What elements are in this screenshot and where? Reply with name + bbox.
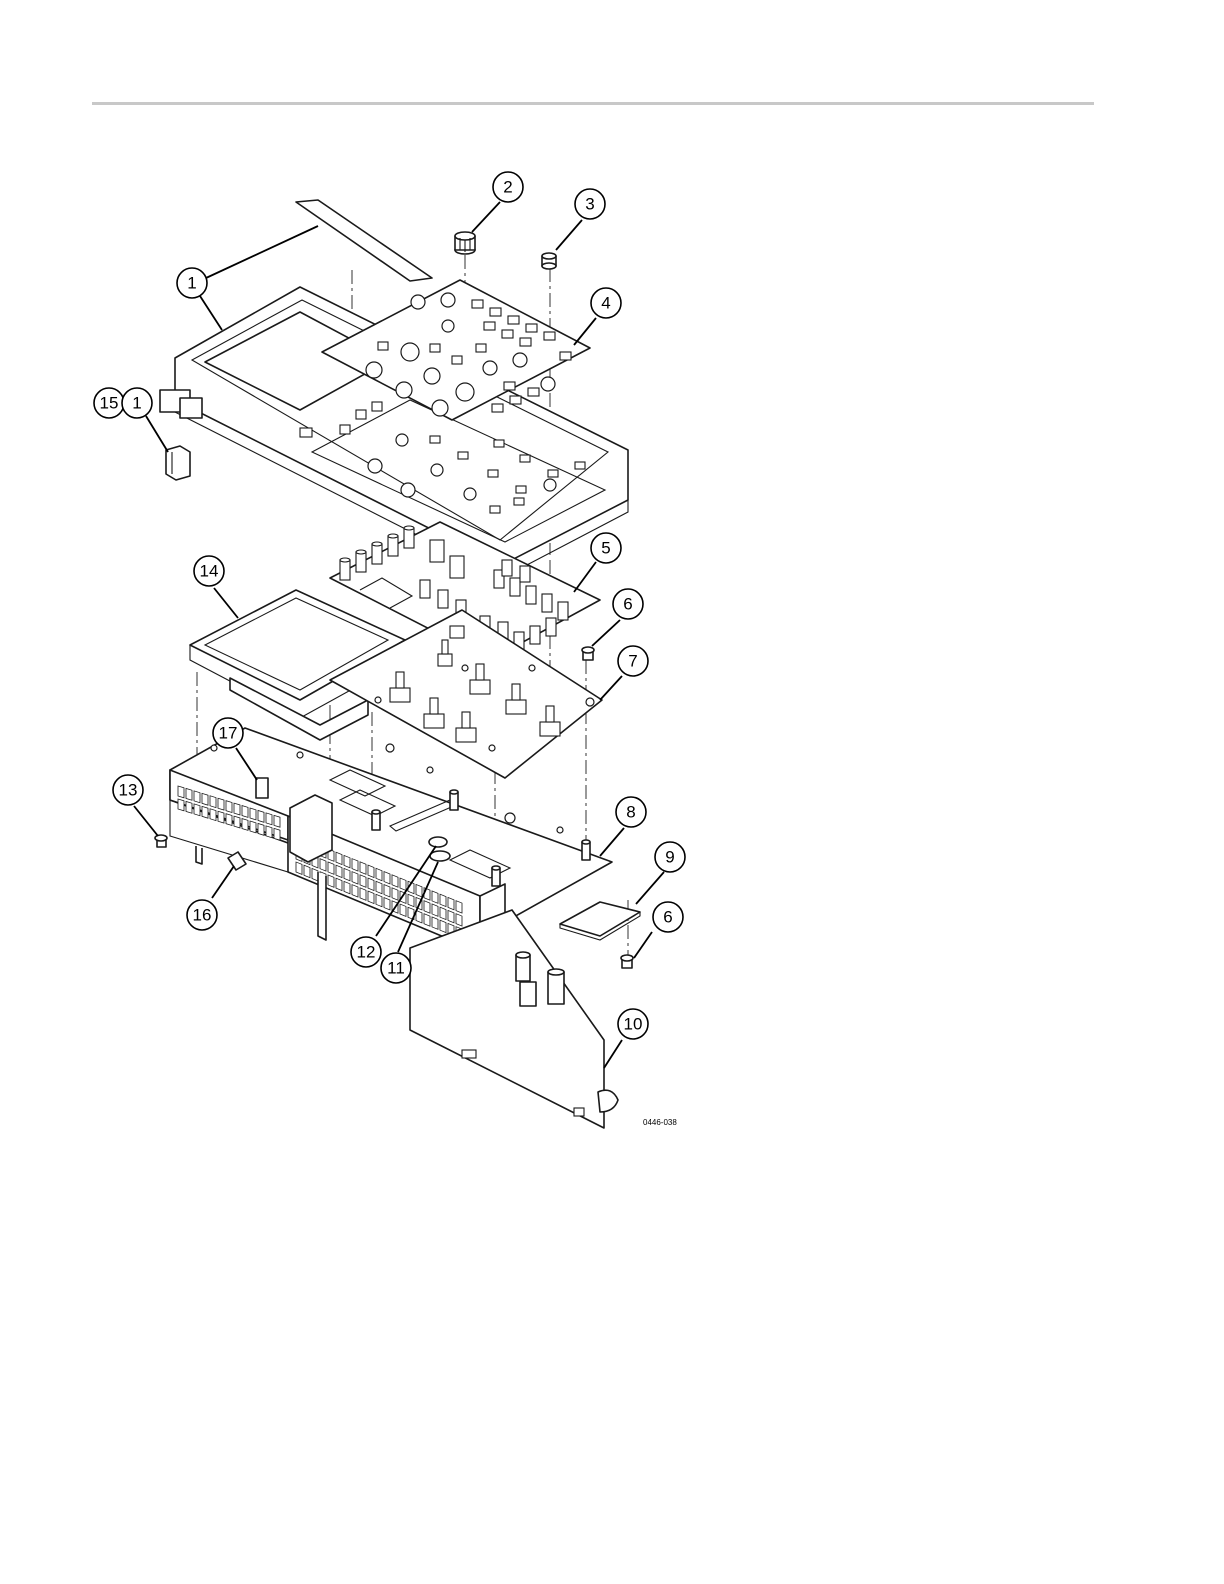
callout-15: 15 [94,388,124,418]
callout-2: 2 [493,172,523,202]
knob-small [542,253,556,269]
svg-text:1: 1 [132,394,141,413]
callout-7: 7 [618,646,648,676]
knob-large [455,232,475,254]
callout-6-lower: 6 [653,902,683,932]
svg-text:5: 5 [601,539,610,558]
svg-text:10: 10 [624,1015,643,1034]
callout-11: 11 [381,953,411,983]
rear-board [410,910,618,1128]
screw-upper [582,647,594,660]
svg-text:2: 2 [503,178,512,197]
svg-text:6: 6 [663,908,672,927]
svg-text:3: 3 [585,195,594,214]
svg-text:16: 16 [193,906,212,925]
svg-text:13: 13 [119,781,138,800]
callout-16: 16 [187,900,217,930]
callout-14: 14 [194,556,224,586]
callout-8: 8 [616,797,646,827]
trim-strip [296,200,432,281]
callout-1-lower: 1 [122,388,152,418]
svg-text:9: 9 [665,848,674,867]
callout-10: 10 [618,1009,648,1039]
figure-id-label: 0446-038 [643,1118,677,1127]
svg-text:4: 4 [601,294,610,313]
screw-lower [621,955,633,968]
callout-4: 4 [591,288,621,318]
callout-9: 9 [655,842,685,872]
svg-text:1: 1 [187,274,196,293]
svg-text:6: 6 [623,595,632,614]
callout-6-upper: 6 [613,589,643,619]
callout-3: 3 [575,189,605,219]
callout-12: 12 [351,937,381,967]
svg-text:8: 8 [626,803,635,822]
svg-text:17: 17 [219,724,238,743]
callout-5: 5 [591,533,621,563]
svg-text:7: 7 [628,652,637,671]
callout-1-upper: 1 [177,268,207,298]
callout-13: 13 [113,775,143,805]
svg-text:14: 14 [200,562,219,581]
svg-text:11: 11 [387,959,405,978]
svg-text:15: 15 [100,394,119,413]
callout-17: 17 [213,718,243,748]
svg-text:12: 12 [357,943,376,962]
latch [166,446,190,480]
